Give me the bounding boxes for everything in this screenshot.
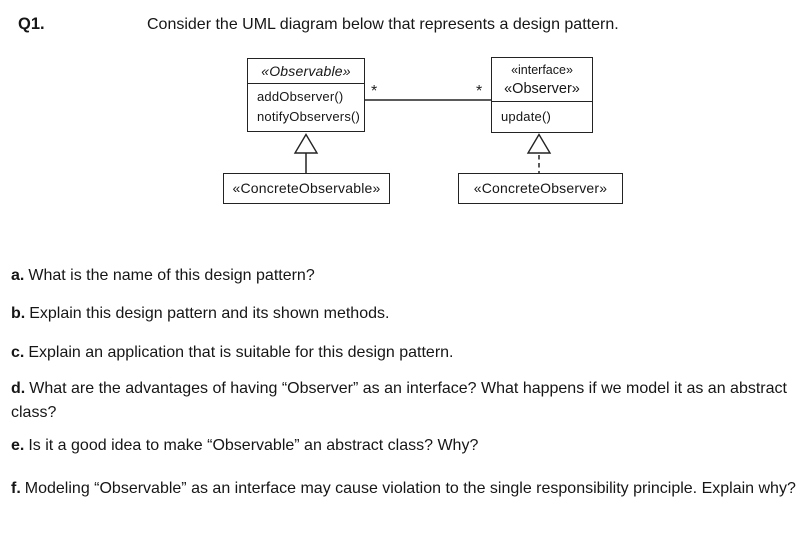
concrete-observer-title: «ConcreteObserver»	[473, 180, 608, 196]
interface-stereotype: «interface»	[511, 63, 573, 77]
question-label-e: e.	[11, 437, 25, 454]
question-item-c: c.Explain an application that is suitabl…	[11, 341, 454, 365]
uml-class-concrete-observable: «ConcreteObservable»	[223, 173, 390, 204]
generalization-arrow-icon	[293, 133, 319, 154]
question-text-d: What are the advantages of having “Obser…	[11, 380, 787, 421]
method-add-observer: addObserver()	[257, 89, 344, 104]
question-item-e: e.Is it a good idea to make “Observable”…	[11, 434, 478, 458]
concrete-observable-title: «ConcreteObservable»	[232, 180, 381, 196]
multiplicity-left: *	[371, 83, 378, 100]
question-item-d: d.What are the advantages of having “Obs…	[11, 377, 791, 425]
question-label-a: a.	[11, 267, 25, 284]
uml-class-observable: «Observable» addObserver() notifyObserve…	[247, 58, 365, 132]
question-text-c: Explain an application that is suitable …	[28, 344, 454, 361]
realization-arrow-icon	[526, 133, 552, 154]
question-prompt: Consider the UML diagram below that repr…	[147, 16, 619, 33]
multiplicity-right: *	[476, 83, 483, 100]
uml-interface-observer: «interface» «Observer» update()	[491, 57, 593, 133]
observable-methods: addObserver() notifyObservers()	[248, 84, 364, 127]
observer-title-compartment: «interface» «Observer»	[492, 58, 592, 102]
question-item-b: b.Explain this design pattern and its sh…	[11, 302, 389, 326]
question-text-b: Explain this design pattern and its show…	[29, 305, 390, 322]
question-label-b: b.	[11, 305, 26, 322]
method-notify-observers: notifyObservers()	[257, 109, 361, 124]
question-text-a: What is the name of this design pattern?	[28, 267, 315, 284]
question-number: Q1.	[18, 15, 45, 33]
question-label-c: c.	[11, 344, 25, 361]
question-item-a: a.What is the name of this design patter…	[11, 264, 315, 288]
question-item-f: f.Modeling “Observable” as an interface …	[11, 477, 800, 501]
observable-title: «Observable»	[248, 59, 364, 84]
question-label-f: f.	[11, 480, 21, 497]
question-label-d: d.	[11, 380, 26, 397]
observer-methods: update()	[492, 102, 592, 127]
observer-title: «Observer»	[504, 81, 580, 97]
uml-class-concrete-observer: «ConcreteObserver»	[458, 173, 623, 204]
question-text-e: Is it a good idea to make “Observable” a…	[28, 437, 479, 454]
method-update: update()	[501, 109, 552, 124]
question-text-f: Modeling “Observable” as an interface ma…	[24, 480, 796, 497]
